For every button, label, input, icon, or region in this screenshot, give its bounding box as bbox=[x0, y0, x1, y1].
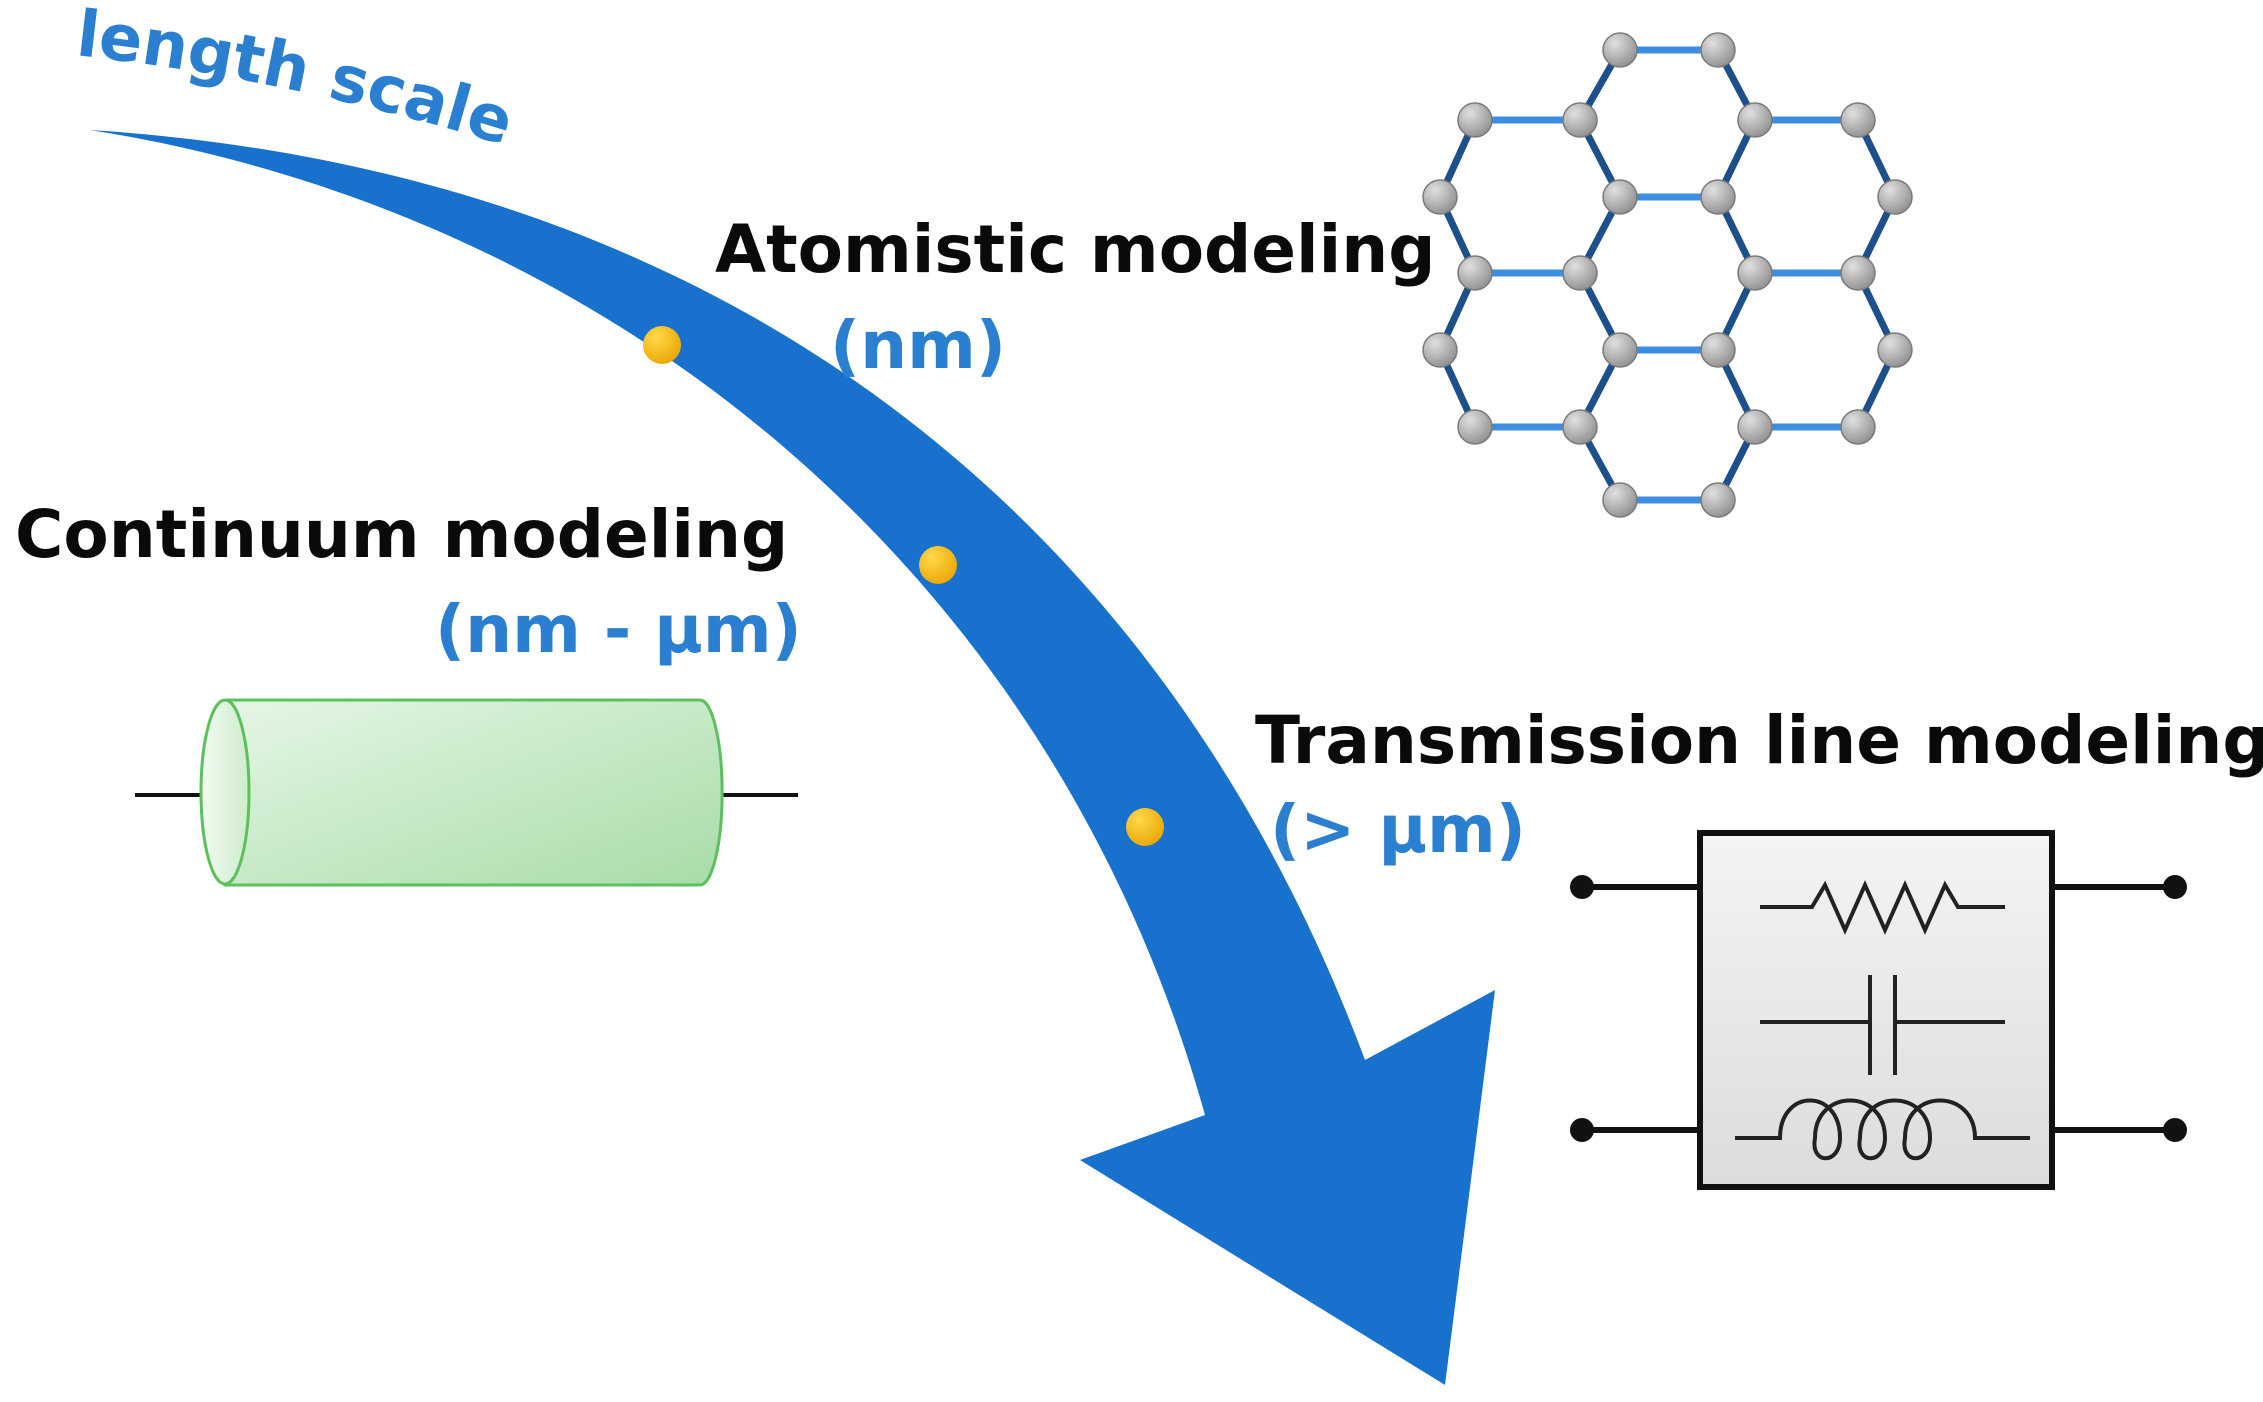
lattice-atom bbox=[1840, 102, 1876, 138]
transmission-line-modeling-scale: (> μm) bbox=[1270, 791, 1526, 868]
lattice-atom bbox=[1602, 32, 1638, 68]
lattice-atom bbox=[1737, 102, 1773, 138]
lattice-atom bbox=[1562, 409, 1598, 445]
continuum-modeling-scale: (nm - μm) bbox=[435, 591, 802, 668]
lattice-atoms bbox=[1422, 32, 1913, 518]
lattice-bonds bbox=[1436, 46, 1899, 504]
resistor-symbol bbox=[1760, 880, 2005, 935]
lattice-atom bbox=[1700, 332, 1736, 368]
atomistic-modeling-scale: (nm) bbox=[830, 307, 1006, 384]
lattice-atom bbox=[1737, 255, 1773, 291]
length-scale-arrow bbox=[90, 130, 1495, 1385]
cylinder-conductor-icon bbox=[135, 698, 798, 887]
lattice-atom bbox=[1422, 332, 1458, 368]
lattice-atom bbox=[1457, 409, 1493, 445]
lattice-atom bbox=[1457, 255, 1493, 291]
lattice-atom bbox=[1700, 179, 1736, 215]
lattice-atom bbox=[1457, 102, 1493, 138]
lattice-atom bbox=[1602, 179, 1638, 215]
lattice-atom bbox=[1700, 482, 1736, 518]
transmission-line-modeling-title: Transmission line modeling bbox=[1255, 702, 2263, 779]
scale-marker-dot bbox=[643, 326, 681, 364]
lattice-atom bbox=[1877, 332, 1913, 368]
scale-marker-dot bbox=[919, 546, 957, 584]
scale-marker-dot bbox=[1126, 808, 1164, 846]
continuum-modeling-title: Continuum modeling bbox=[15, 496, 788, 573]
lattice-atom bbox=[1422, 179, 1458, 215]
lattice-atom bbox=[1602, 482, 1638, 518]
lattice-atom bbox=[1737, 409, 1773, 445]
lattice-atom bbox=[1840, 409, 1876, 445]
capacitor-symbol bbox=[1760, 975, 2005, 1075]
graphene-lattice-icon bbox=[1422, 32, 1913, 518]
lattice-atom bbox=[1602, 332, 1638, 368]
lattice-atom bbox=[1562, 102, 1598, 138]
inductor-symbol bbox=[1735, 1098, 2030, 1161]
atomistic-modeling-title: Atomistic modeling bbox=[715, 211, 1436, 288]
lattice-atom bbox=[1562, 255, 1598, 291]
lattice-atom bbox=[1700, 32, 1736, 68]
rlc-circuit-icon bbox=[1570, 830, 2187, 1190]
lattice-atom bbox=[1840, 255, 1876, 291]
lattice-atom bbox=[1877, 179, 1913, 215]
